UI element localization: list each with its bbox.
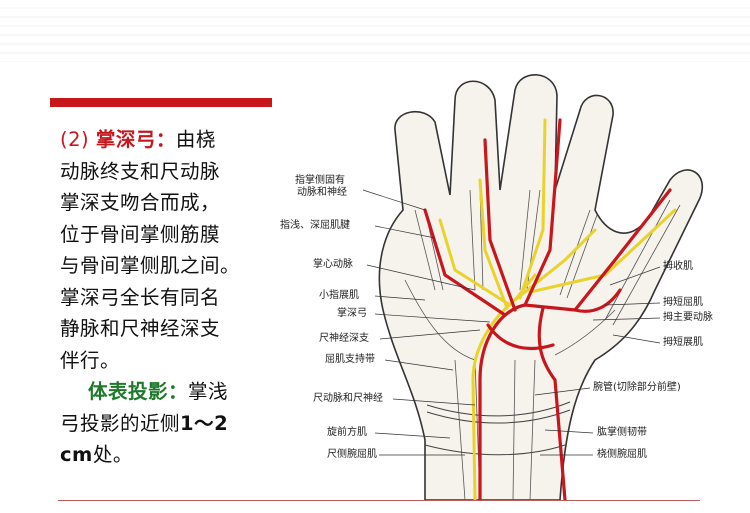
label-deep-palmar-arch: 掌深弓: [337, 308, 367, 319]
section-title: 掌深弓：: [95, 128, 176, 151]
description-text: (2) 掌深弓：由桡 动脉终支和尺动脉 掌深支吻合而成， 位于骨间掌侧筋膜 与骨…: [60, 124, 274, 471]
projection-unit: cm: [60, 443, 93, 466]
label-princeps-pollicis-artery: 拇主要动脉: [663, 312, 713, 323]
header-band: [0, 0, 750, 62]
text-line-2: 动脉终支和尺动脉: [60, 159, 221, 183]
label-palmar-metacarpal-artery: 掌心动脉: [313, 259, 353, 270]
projection-label: 体表投影：: [88, 380, 189, 403]
text-line-5: 与骨间掌侧肌之间。: [60, 254, 241, 277]
projection-line-3: cm处。: [60, 439, 274, 471]
projection-line-1-rest: 掌浅: [188, 380, 229, 403]
label-abductor-pollicis-brevis: 拇短展肌: [663, 337, 703, 348]
label-flexor-retinaculum: 屈肌支持带: [325, 354, 375, 365]
bottom-divider: [58, 500, 700, 501]
text-line-6: 掌深弓全长有同名: [60, 285, 221, 309]
label-proper-palmar-digital-arteries: 指掌侧固有: [295, 175, 345, 186]
text-line-1: (2) 掌深弓：由桡: [60, 124, 274, 156]
text-line-1-rest: 由桡: [175, 128, 216, 151]
text-line-4: 位于骨间掌侧筋膜: [60, 222, 221, 246]
projection-line-3-rest: 处。: [92, 443, 133, 466]
text-line-7: 静脉和尺神经深支: [60, 317, 221, 340]
label-flexor-carpi-radialis: 桡侧腕屈肌: [597, 449, 647, 460]
label-flexor-carpi-ulnaris: 尺侧腕屈肌: [327, 449, 377, 460]
projection-range: 1～2: [180, 411, 229, 435]
label-pronator-quadratus: 旋前方肌: [327, 427, 367, 438]
text-line-8: 伴行。: [60, 348, 121, 372]
projection-line-2-text: 弓投影的近侧: [60, 411, 181, 435]
label-ulnar-artery-and-nerve: 尺动脉和尺神经: [313, 393, 383, 404]
label-carpal-tunnel: 腕管(切除部分前壁): [593, 382, 681, 393]
label-adductor-pollicis: 拇收肌: [663, 261, 693, 272]
label-flexor-pollicis-brevis: 拇短屈肌: [663, 297, 703, 308]
hand-anatomy-figure: 指掌侧固有 动脉和神经 指浅、深屈肌腱 掌心动脉 小指展肌 掌深弓 尺神经深支 …: [275, 60, 750, 502]
label-abductor-digiti-minimi: 小指展肌: [319, 290, 359, 301]
text-line-3: 掌深支吻合而成，: [60, 191, 221, 214]
label-palmar-carpal-ligament: 肱掌侧韧带: [597, 427, 647, 438]
label-flexor-tendons: 指浅、深屈肌腱: [280, 220, 350, 231]
label-arteries-and-nerves: 动脉和神经: [297, 187, 347, 198]
hand-illustration: [362, 74, 703, 502]
label-ulnar-nerve-deep-branch: 尺神经深支: [319, 333, 369, 344]
projection-line-2: 弓投影的近侧1～2: [60, 408, 274, 440]
section-number: (2): [60, 128, 90, 151]
projection-line-1: 体表投影：掌浅: [60, 376, 274, 408]
title-accent-bar: [50, 98, 272, 107]
